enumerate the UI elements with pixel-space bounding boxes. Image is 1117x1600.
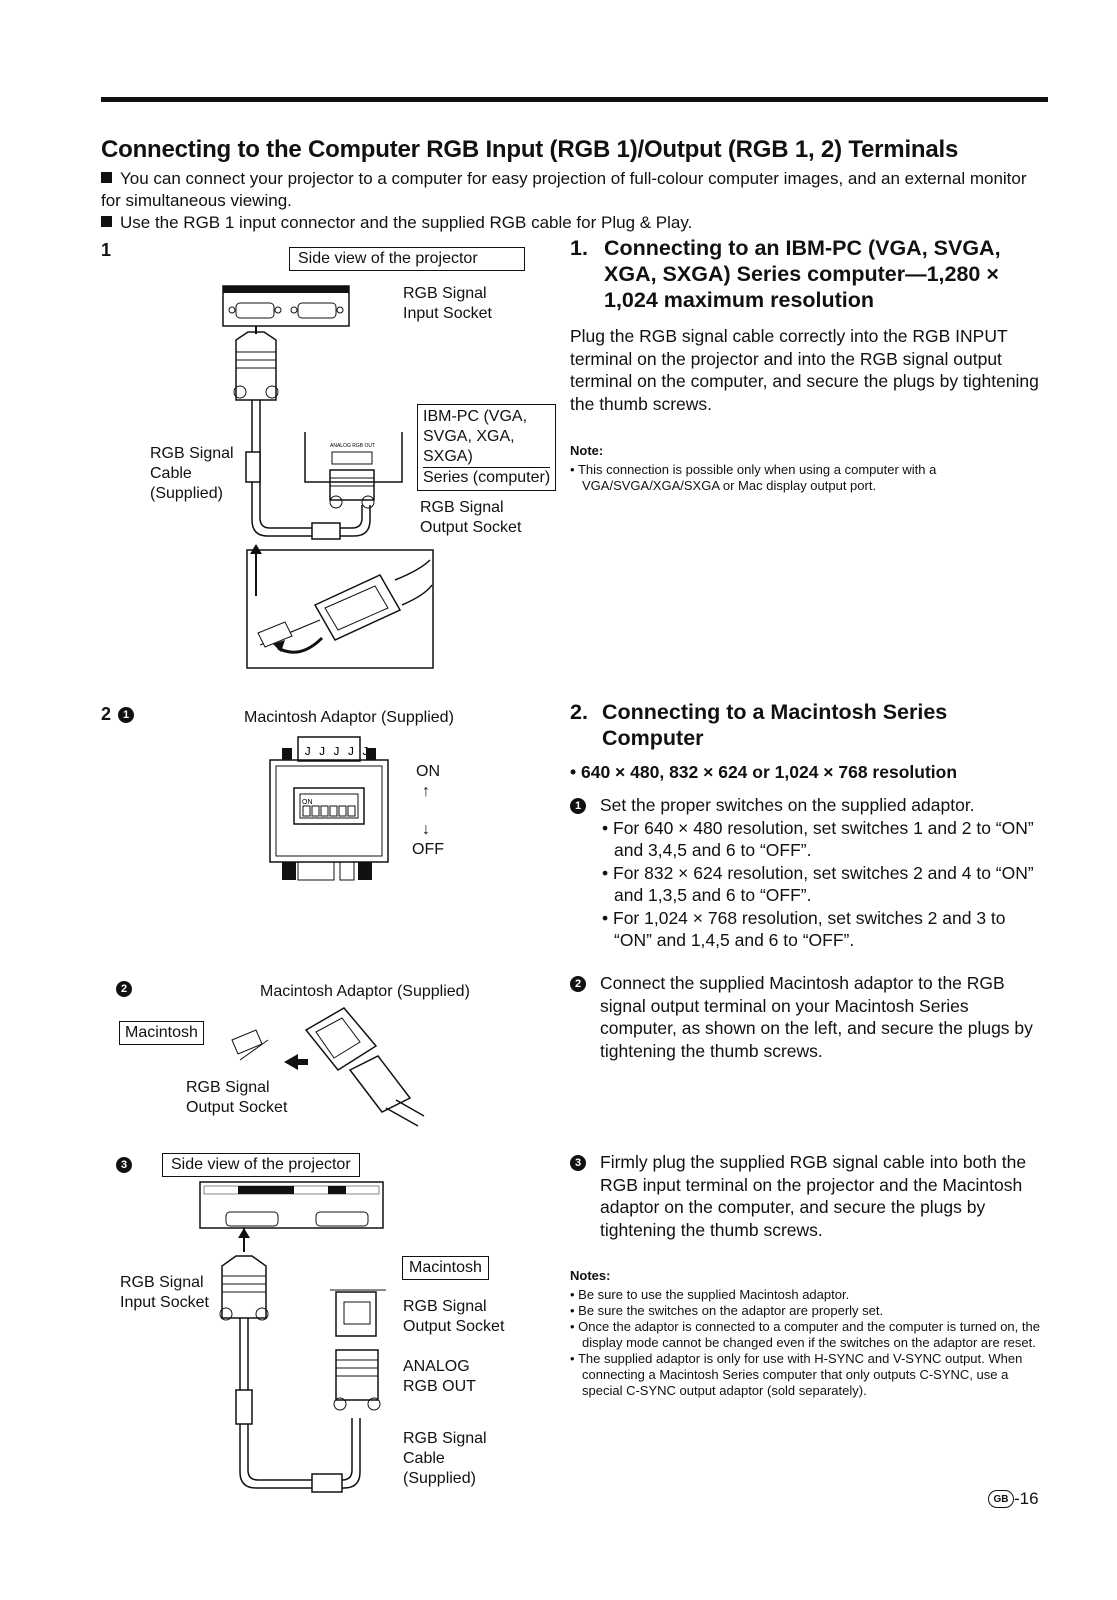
cable-connector-bottom [329,451,375,509]
section-2-heading: 2. Connecting to a Macintosh Series Comp… [570,700,948,750]
analog-rgb-out-label: ANALOG RGB OUT [403,1358,476,1395]
switch-off-label: OFF [412,841,444,858]
mac-adaptor-c-icon [330,1289,386,1411]
gb-badge: GB [988,1490,1014,1508]
vga-plug-icon [257,559,433,654]
section-1-heading: 1. Connecting to an IBM-PC (VGA, SVGA, X… [570,236,1001,312]
figure-1-step: 1 [101,240,112,260]
section-2-notes: Be sure to use the supplied Macintosh ad… [570,1287,1040,1399]
projector-panel [222,285,350,327]
analog-rgb-out-small: ANALOG RGB OUT [330,443,375,449]
projector-panel-c [199,1181,384,1229]
cable-connector-c-top [219,1228,269,1321]
cable-connector-top [233,326,279,401]
mac-adaptor-label-b: Macintosh Adaptor (Supplied) [260,983,470,1000]
rgb-input-socket-label-c: RGB Signal Input Socket [120,1274,209,1311]
section-2-step-2: 2 Connect the supplied Macintosh adaptor… [570,972,1042,1062]
section-1-body: Plug the RGB signal cable correctly into… [570,326,1039,414]
top-rule [101,97,1048,102]
inset-plug-illustration [246,549,434,669]
page-title: Connecting to the Computer RGB Input (RG… [101,136,959,163]
rgb-output-socket-label-b: RGB Signal Output Socket [186,1079,288,1116]
step-3-marker: 3 [116,1156,132,1174]
svg-text:ON: ON [302,799,313,806]
side-view-label: Side view of the projector [289,247,525,271]
section-2-step-1: 1 Set the proper switches on the supplie… [570,794,1042,952]
mac-adaptor-label-a: Macintosh Adaptor (Supplied) [244,709,454,726]
resolutions-line: • 640 × 480, 832 × 624 or 1,024 × 768 re… [570,762,958,782]
section-2-step-3: 3 Firmly plug the supplied RGB signal ca… [570,1151,1042,1241]
mac-adaptor-connect-icon [231,1007,425,1127]
switch-up-arrow: ↑ [422,783,430,800]
intro-bullet-2: Use the RGB 1 input connector and the su… [101,212,1046,234]
rgb-output-socket-label-c: RGB Signal Output Socket [403,1298,505,1335]
square-bullet-icon [101,172,112,183]
section-2-notes-title: Notes: [570,1268,611,1283]
macintosh-box-b: Macintosh [119,1021,204,1045]
switch-on-label: ON [416,763,440,780]
rgb-cable-label-c: RGB Signal Cable (Supplied) [403,1430,487,1487]
svg-text:J J J J J: J J J J J [304,745,369,759]
section-1-note: This connection is possible only when us… [570,462,1040,494]
rgb-cable-label: RGB Signal Cable (Supplied) [150,445,234,502]
macintosh-box-c: Macintosh [402,1256,489,1280]
mac-adaptor-front-icon: J J J J J ON [269,736,389,881]
ibm-pc-label-box: IBM-PC (VGA, SVGA, XGA, SXGA) Series (co… [417,404,557,491]
intro-bullet-1: You can connect your projector to a comp… [101,169,1027,210]
square-bullet-icon [101,216,112,227]
switch-down-arrow: ↓ [422,821,430,838]
rgb-output-socket-label: RGB Signal Output Socket [420,499,522,536]
ibm-connection-diagram: ANALOG RGB OUT [222,285,434,669]
step-2-marker: 2 [116,980,132,998]
section-1-note-title: Note: [570,443,604,458]
side-view-label-c: Side view of the projector [162,1153,360,1177]
page-number: GB -16 [988,1489,1039,1509]
figure-2-step: 2 1 [101,704,135,725]
rgb-input-socket-label: RGB Signal Input Socket [403,285,492,322]
